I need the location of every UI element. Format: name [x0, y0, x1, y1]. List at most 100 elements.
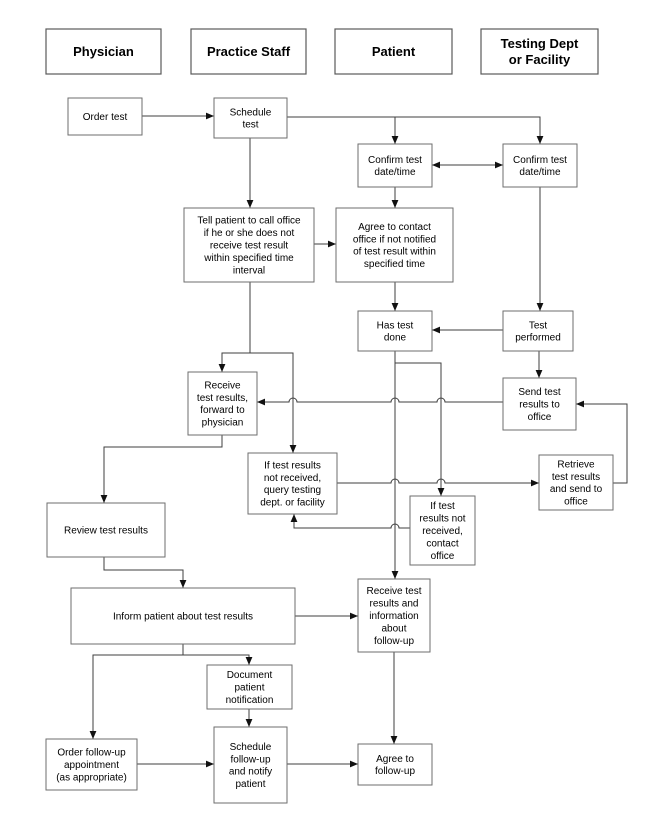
- node-label: Review test results: [64, 526, 148, 537]
- send-results-to-receive-results: [257, 397, 503, 406]
- process-box: [183, 207, 315, 283]
- receive-followup-to-agree-followup: [390, 652, 398, 744]
- schedule-test-to-confirm-testing: [287, 116, 544, 144]
- arrowhead-icon: [218, 364, 226, 372]
- confirm-patient-confirm-testing-link: [432, 161, 503, 169]
- arrowhead-icon: [245, 657, 253, 665]
- arrowhead-icon: [437, 488, 445, 496]
- node-inform-patient-results: Inform patient about test results: [70, 587, 296, 645]
- lane-header-label: Practice Staff: [207, 44, 291, 59]
- process-box: [357, 578, 431, 653]
- retrieve-to-send-results: [576, 400, 628, 484]
- process-box: [213, 726, 288, 804]
- contact-office-to-query-testing: [290, 514, 410, 529]
- test-performed-to-send-results: [535, 351, 543, 378]
- tell-patient-to-agree-contact: [314, 240, 336, 248]
- node-review-test-results: Review test results: [46, 502, 166, 558]
- arrowhead-icon: [390, 736, 398, 744]
- inform-patient-to-receive-followup: [295, 612, 358, 620]
- process-box: [357, 310, 433, 352]
- arrowhead-icon: [576, 400, 584, 408]
- arrowhead-icon: [350, 760, 358, 768]
- lane-header-label: Physician: [73, 44, 134, 59]
- node-lane-practice-staff: Practice Staff: [190, 28, 307, 75]
- arrowhead-icon: [350, 612, 358, 620]
- arrowhead-icon: [432, 161, 440, 169]
- review-to-inform-patient: [103, 557, 187, 588]
- process-box: [187, 371, 258, 436]
- arrowhead-icon: [391, 136, 399, 144]
- arrowhead-icon: [495, 161, 503, 169]
- process-box: [70, 587, 296, 645]
- arrowhead-icon: [206, 760, 214, 768]
- test-performed-to-has-test-done: [432, 326, 503, 334]
- arrowhead-icon: [536, 136, 544, 144]
- process-box: [206, 664, 293, 710]
- arrowhead-icon: [432, 326, 440, 334]
- process-box: [538, 454, 614, 511]
- schedule-test-to-confirm-patient: [391, 117, 399, 144]
- arrowhead-icon: [290, 514, 298, 522]
- arrowhead-icon: [536, 303, 544, 311]
- node-label: Inform patient about test results: [113, 612, 253, 623]
- arrowhead-icon: [257, 398, 265, 406]
- document-to-schedule-followup: [245, 709, 253, 727]
- lane-header-box: [45, 28, 162, 75]
- arrowhead-icon: [89, 731, 97, 739]
- process-box: [502, 310, 574, 352]
- has-test-done-to-contact-office: [395, 362, 445, 496]
- arrowhead-icon: [531, 479, 539, 487]
- process-box: [46, 502, 166, 558]
- lane-header-label: Patient: [372, 44, 416, 59]
- process-box: [335, 207, 454, 283]
- process-box: [502, 143, 578, 188]
- confirm-testing-to-test-performed: [536, 187, 544, 311]
- node-lane-physician: Physician: [45, 28, 162, 75]
- node-order-test: Order test: [67, 97, 143, 136]
- process-box: [45, 738, 138, 791]
- process-box: [357, 143, 433, 188]
- order-followup-to-schedule-followup: [137, 760, 214, 768]
- arrowhead-icon: [289, 445, 297, 453]
- arrowhead-icon: [245, 719, 253, 727]
- arrowhead-icon: [179, 580, 187, 588]
- arrowhead-icon: [391, 571, 399, 579]
- tell-patient-to-query-testing: [250, 352, 297, 453]
- confirm-patient-to-agree-contact: [391, 187, 399, 208]
- arrowhead-icon: [391, 200, 399, 208]
- arrowhead-icon: [391, 303, 399, 311]
- agree-contact-to-has-test-done: [391, 282, 399, 311]
- arrowhead-icon: [246, 200, 254, 208]
